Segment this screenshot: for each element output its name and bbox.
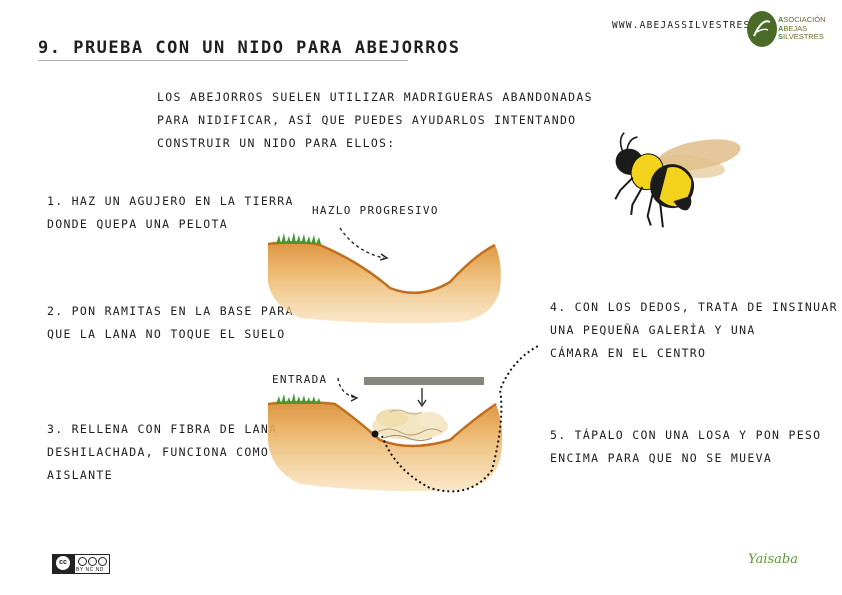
nd-icon xyxy=(98,557,107,566)
entrada-label: Entrada xyxy=(272,373,328,386)
association-logo-text: Asociación Abejas Silvestres xyxy=(778,15,826,41)
by-icon xyxy=(78,557,87,566)
cc-icon: cc xyxy=(56,556,70,570)
nc-icon xyxy=(88,557,97,566)
cc-license-tags: BY NC ND xyxy=(76,567,104,573)
progressive-arrow xyxy=(339,227,385,259)
step-1: 1. Haz un agujero en la tierra donde que… xyxy=(47,194,294,231)
intro-paragraph: Los abejorros suelen utilizar madriguera… xyxy=(157,86,593,155)
stone-slab xyxy=(364,377,484,385)
page-title: 9. Prueba con un nido para abejorros xyxy=(38,38,461,58)
intro-line: construir un nido para ellos: xyxy=(157,136,396,150)
entrance-hole xyxy=(371,430,379,438)
step-3: 3. Rellena con fibra de lana deshilachad… xyxy=(47,422,278,482)
tunnel-path xyxy=(381,345,539,493)
bumblebee-illustration xyxy=(614,132,741,228)
website-link[interactable]: www.abejassilvestres.es xyxy=(612,20,772,31)
entrada-arrow xyxy=(337,377,357,399)
grass-tuft-icon xyxy=(276,393,321,404)
title-underline xyxy=(38,60,408,61)
intro-line: para nidificar, así que puedes ayudarlos… xyxy=(157,113,577,127)
step-5: 5. Tápalo con una losa y pon peso encima… xyxy=(550,428,822,465)
step-4: 4. Con los dedos, trata de insinuar una … xyxy=(550,300,838,360)
hazlo-progresivo-label: Hazlo progresivo xyxy=(312,204,439,217)
association-logo-icon xyxy=(747,11,777,47)
soil-hole-illustration xyxy=(267,241,501,324)
intro-line: Los abejorros suelen utilizar madriguera… xyxy=(157,90,593,104)
grass-tuft-icon xyxy=(276,232,321,244)
artist-signature: Yaisaba xyxy=(748,552,798,567)
step-2: 2. Pon ramitas en la base para que la la… xyxy=(47,304,294,341)
wool-fiber-illustration xyxy=(372,409,448,441)
